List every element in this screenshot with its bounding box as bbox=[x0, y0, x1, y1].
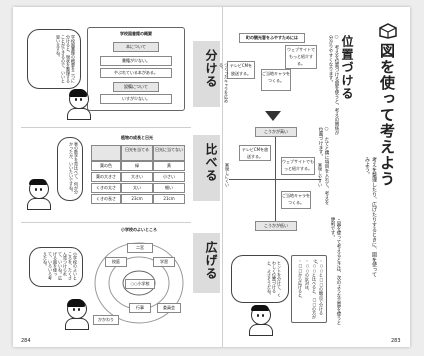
bubble-text: 学校図書館の概要を二つに分けると、現状を整理することができるので、いいと思います… bbox=[56, 35, 76, 83]
bubble-text: 小学校のよいところを、たくさん見つけられて、いいね。広げる図を使って、いろいろ考… bbox=[43, 252, 78, 280]
position-chart: こうかが高い こうかが低い 実現しにくい 実現しやすい テレビCMを放送する。 … bbox=[225, 127, 325, 231]
diagram-title: 町の観光客をふやすためには bbox=[239, 33, 305, 43]
table-cell: 21cm bbox=[153, 194, 185, 204]
character-body bbox=[67, 108, 91, 120]
title-icon bbox=[379, 23, 401, 39]
bubble-text: 表の数字を見比べて、何が分かったか、いいたいですね。 bbox=[69, 142, 79, 194]
axis-label-right: 実現しやすい bbox=[318, 163, 323, 187]
girl-character-icon bbox=[67, 299, 87, 319]
map-center: ○○小学校 bbox=[125, 279, 155, 289]
speech-bubble: ヒントを分けて、くわしく位置づけると、よさそうだね。 bbox=[231, 255, 289, 303]
intro-text: 考えを整理したり、広げたりするときに、図を使ってみよう。 bbox=[364, 157, 377, 277]
table-cell: 葉の大きさ bbox=[91, 172, 121, 182]
cube-icon bbox=[379, 23, 397, 39]
speech-bubble: 表の数字を見比べて、何が分かったか、いいたいですね。 bbox=[57, 137, 83, 201]
page-title: 図を使って考えよう bbox=[378, 43, 396, 187]
section-label-ichizukeru: 位置づける bbox=[340, 35, 354, 100]
library-title: 学校図書館の概要 bbox=[120, 31, 152, 36]
section-label-hirogeru: 広げる bbox=[204, 241, 218, 280]
note: ・図を使って考えるときは、次のような言葉を使うと便利です。 bbox=[330, 217, 341, 325]
diagram-node: ウェブサイトでもっと紹介する。 bbox=[285, 45, 317, 69]
library-diagram: 学校図書館の概要 本について 書籍が少ない。 やぶれている本がある。 設備につい… bbox=[87, 27, 185, 111]
plant-table: 植物の成長と日光 日光を当てる 日光に当てない 葉の色 緑 黄 葉の大きさ 大き… bbox=[89, 135, 185, 221]
arrow-down-icon bbox=[265, 111, 281, 121]
section-label-kuraberu: 比べる bbox=[204, 143, 218, 182]
table-header-cell: 日光を当てる bbox=[121, 145, 153, 161]
library-row: いすが少ない。 bbox=[100, 94, 172, 104]
character-body bbox=[27, 198, 51, 210]
note: ○ たてと横に項目を入れて、考えを位置づけます。 bbox=[318, 127, 329, 205]
phrase-box: ・○○と□□の観点で分けると、 ・○○と比べると、□□の方が ・○○の反対は、 … bbox=[291, 255, 327, 323]
concept-map: 小学校のよいところ ○○小学校 二宮 校庭 学習 行事 委員会 かかわり bbox=[87, 227, 191, 331]
table-cell: 小さい bbox=[153, 172, 185, 182]
map-title: 小学校のよいところ bbox=[121, 227, 157, 232]
phrase: ・○○と比べると、□□の方が bbox=[312, 259, 317, 319]
table-cell: くきの太さ bbox=[91, 183, 121, 193]
boy-character-icon bbox=[251, 305, 271, 325]
map-node: 委員会 bbox=[157, 303, 181, 313]
map-node: 二宮 bbox=[127, 243, 153, 253]
table-cell: くきの長さ bbox=[91, 194, 121, 204]
map-node: 学習 bbox=[153, 257, 175, 267]
divider bbox=[21, 127, 191, 128]
band-hirogeru: 広げる bbox=[193, 233, 220, 293]
band-wakeru: 分ける bbox=[193, 41, 220, 107]
table-cell: 大きい bbox=[121, 172, 153, 182]
table-cell: 23cm bbox=[121, 194, 153, 204]
chart-item: テレビCMを放送する。 bbox=[239, 145, 271, 161]
library-row: 書籍が少ない。 bbox=[100, 56, 172, 66]
library-row: 本について bbox=[113, 42, 159, 52]
page-gutter bbox=[222, 7, 223, 347]
character-body bbox=[65, 318, 89, 330]
x-axis bbox=[229, 179, 321, 180]
phrase: ・○○の反対は、 bbox=[305, 259, 310, 293]
diagram-node: テレビCMを放送する。 bbox=[227, 61, 255, 79]
table-cell: 太い bbox=[121, 183, 153, 193]
page-number: 284 bbox=[21, 338, 31, 344]
phrase: ・○○と□□の観点で分けると、 bbox=[314, 259, 324, 315]
chart-item: ウェブサイトでもっと紹介する。 bbox=[281, 157, 315, 175]
speech-bubble: 小学校のよいところを、たくさん見つけられて、いいね。広げる図を使って、いろいろ考… bbox=[29, 247, 83, 287]
band-kuraberu: 比べる bbox=[193, 135, 220, 201]
divider bbox=[21, 222, 191, 223]
table-header-cell: 日光に当てない bbox=[153, 145, 185, 161]
character-body bbox=[249, 324, 273, 336]
table-title: 植物の成長と日光 bbox=[121, 135, 153, 140]
table-cell: 黄 bbox=[153, 161, 185, 171]
phrase: ・□□から広げると、 bbox=[298, 259, 303, 301]
axis-label-bottom: こうかが低い bbox=[255, 221, 297, 231]
table-cell: 緑 bbox=[121, 161, 153, 171]
axis-label-left: 実現しにくい bbox=[225, 163, 230, 187]
boy-character-icon bbox=[29, 179, 49, 199]
speech-bubble: 学校図書館の概要を二つに分けると、現状を整理することができるので、いいと思います… bbox=[27, 29, 81, 89]
chart-item: ご当地キャラをつくる。 bbox=[281, 191, 311, 209]
table-header-cell bbox=[91, 145, 121, 161]
axis-label-top: こうかが高い bbox=[255, 127, 297, 137]
town-diagram: 町の観光客をふやすためには テレビCMを放送する。 ウェブサイトでもっと紹介する… bbox=[227, 31, 317, 97]
library-row: やぶれている本がある。 bbox=[100, 68, 172, 78]
diagram-note: つくったキャラを広める。 bbox=[219, 63, 229, 103]
map-node: 校庭 bbox=[105, 257, 127, 267]
table-cell: 葉の色 bbox=[91, 161, 121, 171]
note: ○ 考えを位置づける図を使うと、考えの関係が分かりやすくなります。 bbox=[328, 35, 339, 135]
page-number: 283 bbox=[391, 338, 401, 344]
girl-character-icon bbox=[69, 89, 89, 109]
library-row: 設備について bbox=[113, 82, 159, 92]
bubble-text: ヒントを分けて、くわしく位置づけると、よさそうだね。 bbox=[267, 261, 282, 297]
map-node: かかわり bbox=[93, 315, 119, 325]
section-label-wakeru: 分ける bbox=[204, 49, 218, 88]
diagram-node: ご当地キャラをつくる。 bbox=[261, 69, 291, 91]
table-cell: 細い bbox=[153, 183, 185, 193]
open-book: 分ける 比べる 広げる 学校図書館の概要 本について 書籍が少ない。 やぶれてい… bbox=[13, 7, 410, 347]
map-node: 行事 bbox=[129, 303, 151, 313]
